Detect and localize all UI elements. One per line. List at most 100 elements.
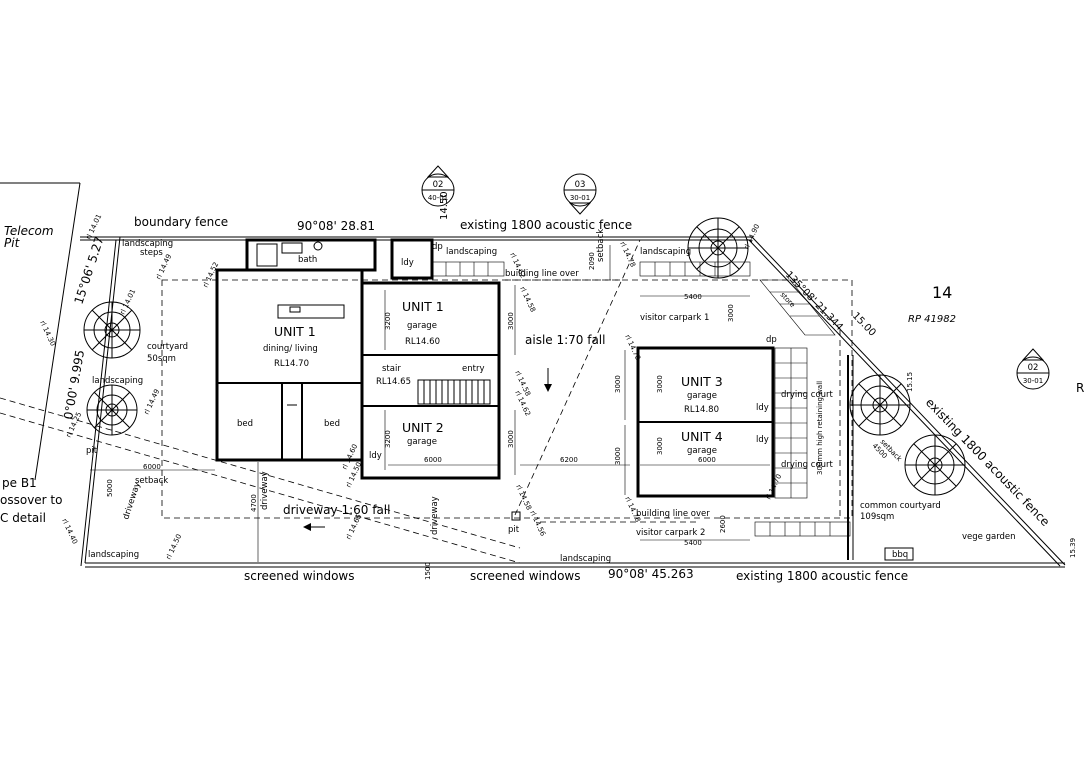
- boundary-fence-label: boundary fence: [134, 215, 228, 229]
- section-marker-num: 03: [575, 180, 586, 190]
- left-crossover-label: ossover to: [0, 493, 62, 507]
- dimension-label: 2600: [719, 515, 727, 533]
- stair-treads: [417, 379, 491, 405]
- unit1-garage-rl: RL14.60: [405, 337, 440, 347]
- dimension-label: 15.15: [906, 372, 914, 392]
- dimension-label: 6000: [698, 456, 716, 464]
- dimension-label: 3000: [727, 304, 735, 322]
- pit-label: pit: [508, 525, 520, 535]
- rl-mark: rl 14.78: [618, 240, 637, 268]
- rl-mark: rl 14.50: [165, 533, 184, 561]
- unit2-title: UNIT 2: [402, 420, 444, 435]
- unit3-sub: garage: [687, 391, 717, 401]
- courtyard-area: 50sqm: [147, 354, 176, 364]
- dimension-label: 6200: [560, 456, 578, 464]
- section-marker-num: 02: [433, 180, 444, 190]
- dimension-label: 15.39: [1069, 538, 1077, 558]
- drying-court-label: drying court: [781, 460, 834, 470]
- setback-label: setback: [135, 476, 168, 486]
- setback-label: setback: [596, 229, 606, 262]
- dimension-label: 4700: [250, 494, 258, 512]
- section-marker: 02 40-01: [421, 165, 455, 207]
- driveway-fall-label: driveway 1:60 fall: [283, 503, 390, 517]
- rl-mark: rl 14.30: [38, 319, 57, 347]
- landscaping-label: landscaping: [560, 554, 611, 564]
- setback-lines: [161, 239, 853, 523]
- courtyard-label: courtyard: [147, 342, 188, 352]
- dimension-label: 1500: [424, 562, 432, 580]
- landscaping-label: landscaping: [88, 550, 139, 560]
- bearing-bottom-label: 90°08' 45.263: [608, 567, 694, 581]
- ldy-label: ldy: [756, 435, 769, 445]
- bearing-left-label-2: 0°00' 9.995: [61, 349, 87, 421]
- driveway-label: driveway: [121, 481, 142, 521]
- unit1-garage-sub: garage: [407, 321, 437, 331]
- paving-grid: [431, 261, 914, 561]
- unit3-rl: RL14.80: [684, 405, 719, 415]
- ldy-label: ldy: [369, 451, 382, 461]
- unit1-title: UNIT 1: [274, 324, 316, 339]
- bath-label: bath: [298, 255, 317, 265]
- rl-mark: rl 14.65: [345, 513, 364, 541]
- landscaping-label: landscaping: [122, 239, 173, 249]
- rl-label: 14.50: [439, 191, 450, 220]
- pit-label: pit: [86, 446, 98, 456]
- unit3-title: UNIT 3: [681, 374, 723, 389]
- dimension-label: 6000: [143, 463, 161, 471]
- steps-label: steps: [140, 248, 163, 258]
- unit4-title: UNIT 4: [681, 429, 723, 444]
- dp-label: dp: [766, 335, 777, 345]
- driveway-label: driveway: [430, 496, 440, 535]
- landscaping-label: landscaping: [640, 247, 691, 257]
- dimension-label: 5000: [106, 479, 114, 497]
- dimension-label: 3000: [656, 375, 664, 393]
- unit1-rl: RL14.70: [274, 359, 309, 369]
- stair-rl: RL14.65: [376, 377, 411, 387]
- common-courtyard-label: common courtyard: [860, 501, 941, 511]
- vege-garden-label: vege garden: [962, 532, 1016, 542]
- dimension-label: 3200: [384, 312, 392, 330]
- rl-mark: rl 14.56: [528, 509, 547, 537]
- garage-block-west: [360, 281, 501, 480]
- bearing-diag-length: 15.00: [850, 310, 878, 338]
- tree-icon: [904, 434, 966, 496]
- dimension-label: 3000: [507, 430, 515, 448]
- existing-fence-top-label: existing 1800 acoustic fence: [460, 218, 632, 232]
- stair-label: stair: [382, 364, 401, 374]
- dimension-label: 5400: [684, 539, 702, 547]
- dimension-label: 3000: [614, 447, 622, 465]
- ldy-label: ldy: [401, 258, 414, 268]
- existing-fence-diag-label: existing 1800 acoustic fence: [923, 395, 1053, 529]
- aisle-label: aisle 1:70 fall: [525, 333, 605, 347]
- building-line-label: building line over: [636, 509, 710, 519]
- landscaping-label: landscaping: [92, 376, 143, 386]
- ldy-label: ldy: [756, 403, 769, 413]
- driveway-label: driveway: [260, 471, 270, 510]
- dimension-label: 6000: [424, 456, 442, 464]
- dimension-label: 3000: [507, 312, 515, 330]
- trees: [83, 217, 966, 496]
- bed-label: bed: [237, 419, 253, 429]
- unit4-sub: garage: [687, 446, 717, 456]
- section-marker: 03 30-01: [563, 173, 597, 215]
- rl-mark: rl 14.40: [60, 517, 79, 545]
- left-type-label: pe B1: [2, 476, 37, 490]
- unit2-sub: garage: [407, 437, 437, 447]
- tree-icon: [83, 301, 141, 359]
- building-line-label: building line over: [505, 269, 579, 279]
- lot-rp: RP 41982: [908, 314, 956, 325]
- dimension-label: 3200: [384, 430, 392, 448]
- right-edge-label: R: [1076, 381, 1084, 395]
- dimension-label: 2090: [588, 252, 596, 270]
- section-marker-ref: 40-01: [428, 194, 448, 202]
- existing-fence-bottom-label: existing 1800 acoustic fence: [736, 569, 908, 583]
- section-marker: 02 30-01: [1016, 348, 1050, 390]
- dimension-lines: [90, 245, 770, 562]
- dp-label: dp: [432, 242, 443, 252]
- screened-windows-label: screened windows: [244, 569, 354, 583]
- rl-mark: rl 14.58: [518, 285, 537, 313]
- dimension-label: 3000: [614, 375, 622, 393]
- retaining-wall-label: 300mm high retaining wall: [816, 381, 824, 475]
- lot-number: 14: [932, 283, 952, 302]
- bearing-left-label: 15°06' 5.27: [72, 235, 107, 306]
